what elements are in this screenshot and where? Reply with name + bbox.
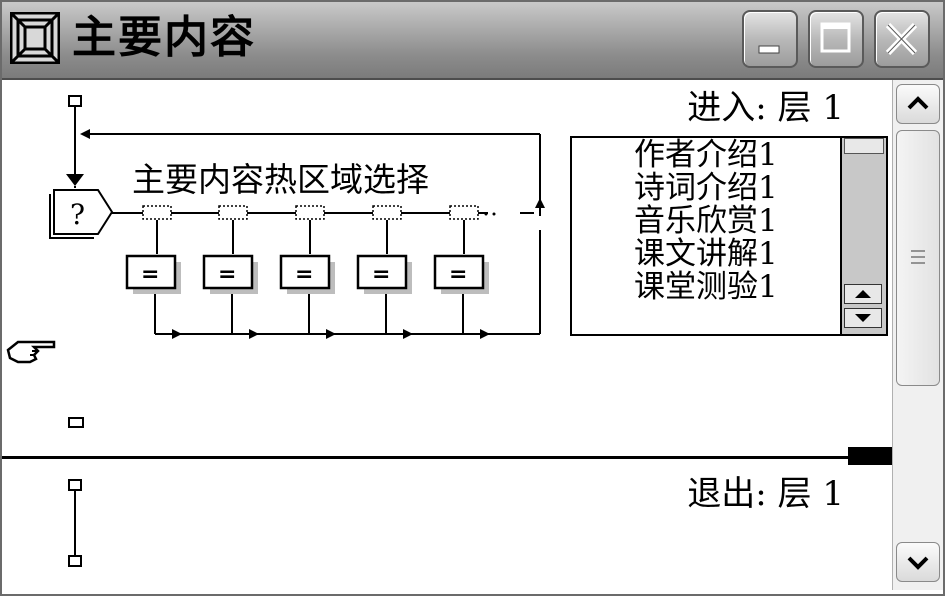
return-lines [154,230,541,339]
decision-question-icon[interactable]: ? [49,189,114,239]
minimize-button[interactable] [742,10,798,68]
exit-flowline [68,479,82,567]
calc-symbol: = [218,262,236,287]
scroll-down-button[interactable] [896,542,940,582]
window-title: 主要内容 [72,12,256,63]
calculation-icon-1[interactable]: = [125,254,181,294]
loop-back-line [80,129,545,216]
window-system-icon[interactable] [10,12,60,64]
calc-symbol: = [372,262,390,287]
list-item[interactable]: 作者介绍1 [634,137,778,173]
branch-response-3[interactable] [295,205,325,254]
maximize-button[interactable] [808,10,864,68]
branch-row [112,205,496,254]
calculation-icon-2[interactable]: = [202,254,258,294]
flowline-canvas[interactable]: ? [2,80,892,590]
list-item[interactable]: 音乐欣赏1 [634,203,778,239]
flowline-diagram: ? [49,95,545,567]
exit-pane-label: 退出: 层 1 [687,474,844,514]
scroll-up-button[interactable] [896,84,940,124]
main-flowline [66,95,84,188]
close-button[interactable] [874,10,930,68]
vertical-scrollbar[interactable] [892,80,943,590]
maximize-icon [820,22,851,53]
chevron-up-icon [907,96,929,110]
calculation-icon-4[interactable]: = [356,254,412,294]
listbox-scroll-down-button[interactable] [844,308,882,328]
flowline-end-marker[interactable] [68,417,84,428]
listbox-scroll-up-button[interactable] [844,284,882,304]
branch-response-2[interactable] [218,205,248,254]
pane-separator-line [2,456,848,459]
interaction-title[interactable]: 主要内容热区域选择 [132,160,429,199]
chevron-down-icon [907,556,929,570]
decision-symbol: ? [70,198,85,231]
calculation-icon-5[interactable]: = [433,254,489,294]
calc-symbol: = [141,262,159,287]
title-bar[interactable]: 主要内容 [2,2,943,80]
scroll-thumb[interactable] [896,130,940,386]
flowline-top-handle[interactable] [68,95,82,107]
branch-response-4[interactable] [372,205,402,254]
calc-symbol: = [295,262,313,287]
pane-separator-handle[interactable] [848,447,892,465]
arrow-up-icon [855,290,871,298]
calc-symbol: = [449,262,467,287]
listbox-scrollbar[interactable] [840,138,886,334]
list-item[interactable]: 诗词介绍1 [634,170,778,206]
branch-response-1[interactable] [142,205,172,254]
entry-pane-label: 进入: 层 1 [687,88,844,128]
hand-pointer-icon[interactable] [4,332,58,366]
arrow-down-icon [855,314,871,322]
close-icon [885,22,918,56]
minimize-icon [758,45,780,54]
list-item[interactable]: 课堂测验1 [634,269,778,305]
listbox-scroll-thumb[interactable] [844,138,884,154]
branch-response-5[interactable] [449,205,479,254]
list-item[interactable]: 课文讲解1 [634,236,778,272]
branch-listbox[interactable]: 作者介绍1 诗词介绍1 音乐欣赏1 课文讲解1 课堂测验1 [570,136,888,336]
branch-list: 作者介绍1 诗词介绍1 音乐欣赏1 课文讲解1 课堂测验1 [572,139,778,304]
grip-icon [911,250,925,264]
calculation-icon-3[interactable]: = [279,254,335,294]
